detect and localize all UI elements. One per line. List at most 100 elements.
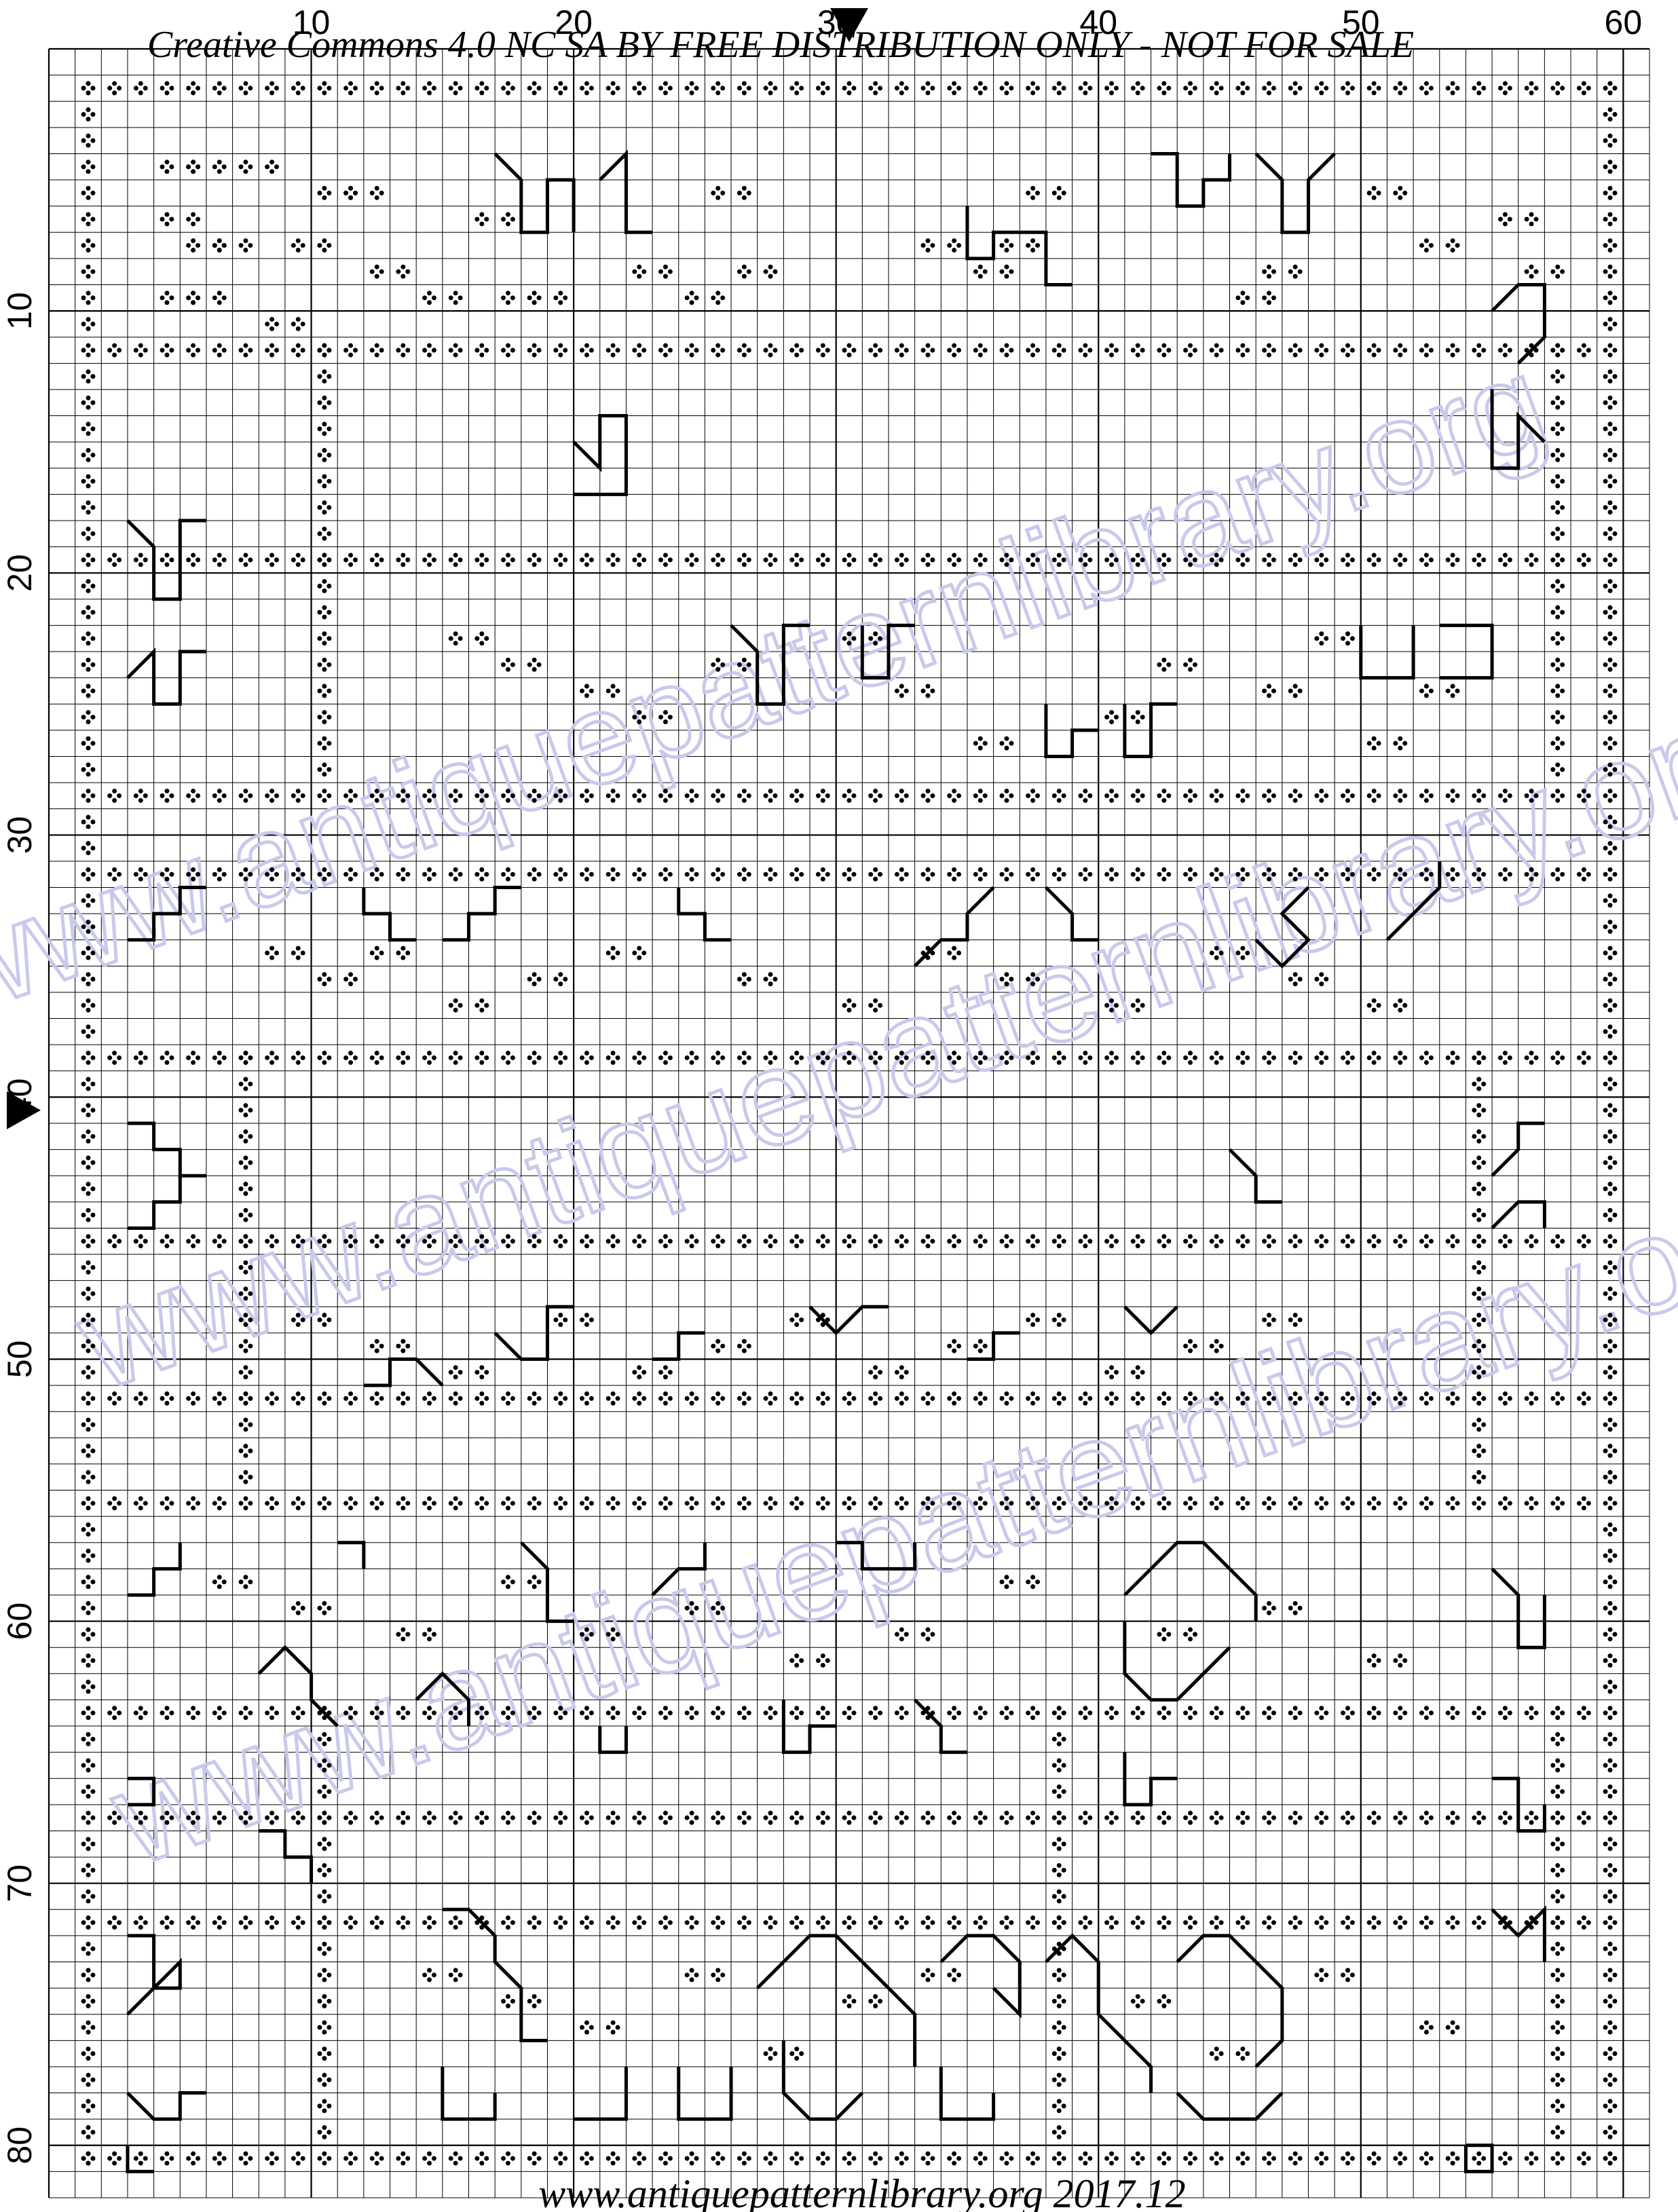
stitch-dot (611, 1636, 616, 1641)
stitch-dot (143, 1396, 148, 1401)
stitch-dot (134, 1396, 138, 1401)
stitch-dot (1603, 1632, 1608, 1636)
stitch-dot (690, 1706, 694, 1710)
stitch-dot (1577, 1501, 1582, 1505)
stitch-dot (1341, 1920, 1345, 1925)
stitch-dot (1608, 815, 1613, 820)
stitch-dot (81, 1763, 86, 1767)
stitch-dot (1582, 798, 1586, 803)
stitch-dot (322, 798, 327, 803)
stitch-dot (1062, 1763, 1066, 1767)
stitch-dot (1582, 1391, 1586, 1396)
stitch-dot (501, 662, 506, 667)
stitch-dot (1057, 2125, 1062, 2130)
stitch-dot (248, 243, 253, 248)
stitch-dot (1293, 1820, 1298, 1825)
stitch-dot (1009, 86, 1013, 90)
stitch-dot (563, 977, 567, 981)
stitch-dot (1314, 872, 1319, 877)
stitch-dot (825, 1816, 830, 1820)
stitch-dot (1235, 295, 1240, 300)
stitch-dot (453, 1374, 458, 1379)
stitch-dot (422, 1055, 427, 1060)
stitch-dot (690, 1401, 694, 1406)
stitch-dot (1608, 379, 1613, 383)
stitch-dot (637, 867, 641, 872)
stitch-dot (1240, 867, 1245, 872)
stitch-dot (269, 798, 274, 803)
stitch-dot (794, 2161, 799, 2166)
stitch-dot (694, 1710, 699, 1715)
stitch-dot (90, 1448, 95, 1453)
stitch-dot (1608, 1942, 1613, 1947)
stitch-dot (379, 269, 384, 274)
stitch-dot (474, 1396, 479, 1401)
stitch-dot (138, 343, 143, 348)
stitch-dot (1009, 243, 1013, 248)
stitch-dot (1555, 667, 1560, 672)
stitch-dot (1560, 636, 1565, 641)
stitch-dot (637, 789, 641, 793)
stitch-dot (1503, 867, 1508, 872)
stitch-dot (265, 872, 269, 877)
stitch-dot (1372, 1008, 1377, 1013)
stitch-dot (527, 1999, 532, 2004)
stitch-dot (825, 1920, 830, 1925)
stitch-dot (1052, 557, 1057, 562)
stitch-dot (1109, 1505, 1114, 1510)
stitch-dot (921, 557, 926, 562)
stitch-dot (532, 81, 537, 86)
stitch-dot (925, 1391, 930, 1396)
stitch-dot (851, 1396, 856, 1401)
stitch-dot (1529, 221, 1534, 226)
stitch-dot (238, 164, 243, 169)
stitch-dot (584, 343, 589, 348)
stitch-dot (1235, 2156, 1240, 2161)
stitch-dot (449, 1972, 453, 1977)
stitch-dot (1550, 741, 1555, 746)
stitch-dot (1219, 1920, 1224, 1925)
stitch-dot (212, 1239, 217, 1243)
stitch-dot (1350, 1920, 1355, 1925)
stitch-dot (1612, 1370, 1617, 1374)
stitch-dot (584, 1505, 589, 1510)
stitch-dot (1109, 90, 1114, 95)
stitch-dot (637, 1401, 641, 1406)
stitch-dot (1298, 1239, 1303, 1243)
stitch-dot (584, 1627, 589, 1632)
stitch-dot (1419, 1396, 1424, 1401)
stitch-dot (737, 1920, 742, 1925)
stitch-dot (873, 352, 878, 357)
stitch-dot (1476, 1112, 1481, 1117)
stitch-dot (1429, 1816, 1434, 1820)
stitch-dot (773, 1396, 778, 1401)
stitch-dot (1035, 348, 1040, 353)
stitch-dot (291, 793, 296, 798)
stitch-dot (1341, 2156, 1345, 2161)
stitch-dot (663, 2152, 668, 2156)
stitch-dot (952, 956, 956, 960)
stitch-dot (747, 662, 751, 667)
stitch-dot (458, 1501, 463, 1505)
stitch-dot (86, 893, 91, 898)
stitch-dot (558, 1313, 563, 1317)
stitch-dot (81, 1055, 86, 1060)
stitch-dot (90, 322, 95, 326)
stitch-dot (952, 877, 956, 882)
stitch-dot (747, 269, 751, 274)
stitch-dot (400, 1339, 405, 1344)
stitch-dot (1240, 1811, 1245, 1816)
stitch-dot (86, 143, 91, 148)
stitch-dot (1057, 1837, 1062, 1841)
stitch-dot (375, 1401, 379, 1406)
stitch-dot (1062, 1868, 1066, 1873)
stitch-dot (1009, 1816, 1013, 1820)
stitch-dot (1586, 793, 1591, 798)
stitch-dot (86, 746, 91, 751)
stitch-dot (322, 1837, 327, 1841)
stitch-dot (1057, 1994, 1062, 1999)
stitch-dot (169, 2156, 174, 2161)
stitch-dot (1288, 1239, 1293, 1243)
stitch-dot (1262, 1920, 1267, 1925)
stitch-dot (978, 789, 983, 793)
